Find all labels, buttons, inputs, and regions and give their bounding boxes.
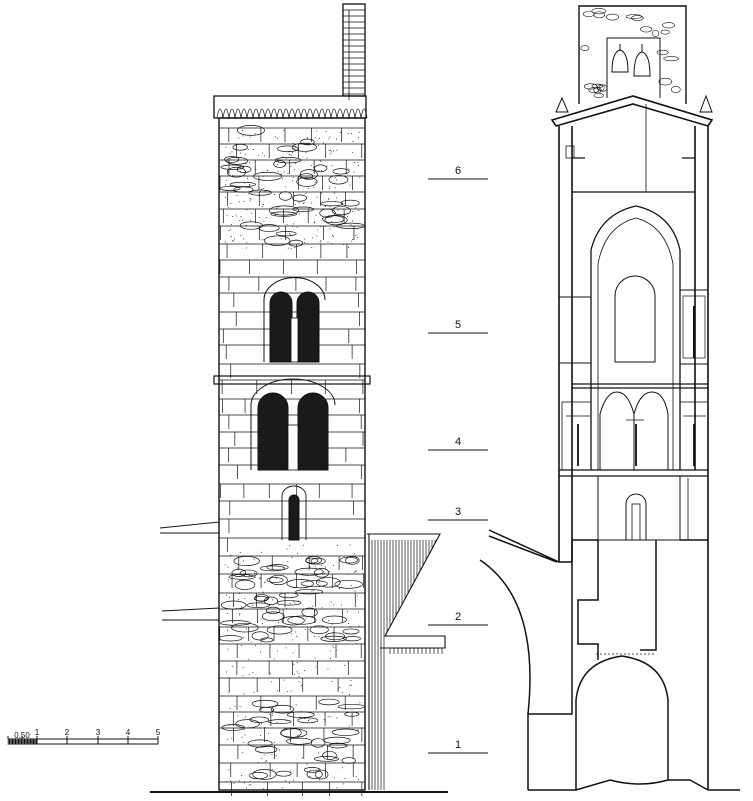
level-label: 2 — [455, 611, 461, 623]
left-upper-roof — [159, 521, 220, 534]
bell-icon — [611, 44, 651, 77]
left-lower-roof — [161, 607, 220, 621]
level-marker: 2 — [428, 611, 488, 626]
level-markers: 6 5 4 3 2 1 — [428, 165, 488, 754]
section-outer-wall-left — [558, 126, 573, 562]
level-label: 1 — [455, 739, 461, 751]
elevation-roof — [213, 95, 367, 119]
elevation-cornice — [213, 375, 371, 385]
scale-tick-label: 1 — [35, 728, 40, 737]
section-outer-wall-right — [694, 126, 709, 790]
scale-tick-label: 0,50 — [14, 731, 30, 740]
tower-section — [479, 5, 740, 791]
tower-elevation — [150, 3, 448, 796]
section-roof — [550, 95, 714, 127]
level-marker: 4 — [428, 436, 488, 451]
scale-tick-label: 4 — [126, 728, 131, 737]
scale-tick-label: 2 — [65, 728, 70, 737]
section-lower-arch — [575, 655, 669, 791]
lower-twin-window — [250, 378, 336, 471]
right-adjoining-building — [367, 533, 446, 790]
level-label: 6 — [455, 165, 461, 177]
level-label: 3 — [455, 506, 461, 518]
slit-window — [281, 485, 307, 541]
level-label: 4 — [455, 436, 461, 448]
level-marker: 1 — [428, 739, 488, 754]
scale-bar: 0,50 1 2 3 4 5 — [7, 728, 161, 745]
upper-twin-window — [263, 277, 326, 363]
level-marker: 5 — [428, 319, 488, 334]
belfry-wall — [578, 5, 687, 104]
scale-tick-label: 3 — [96, 728, 101, 737]
level-marker: 6 — [428, 165, 488, 180]
section-vault — [590, 205, 681, 470]
elevation-shaft — [218, 117, 366, 791]
scale-tick-label: 5 — [156, 728, 161, 737]
level-label: 5 — [455, 319, 461, 331]
level-marker: 3 — [428, 506, 488, 521]
